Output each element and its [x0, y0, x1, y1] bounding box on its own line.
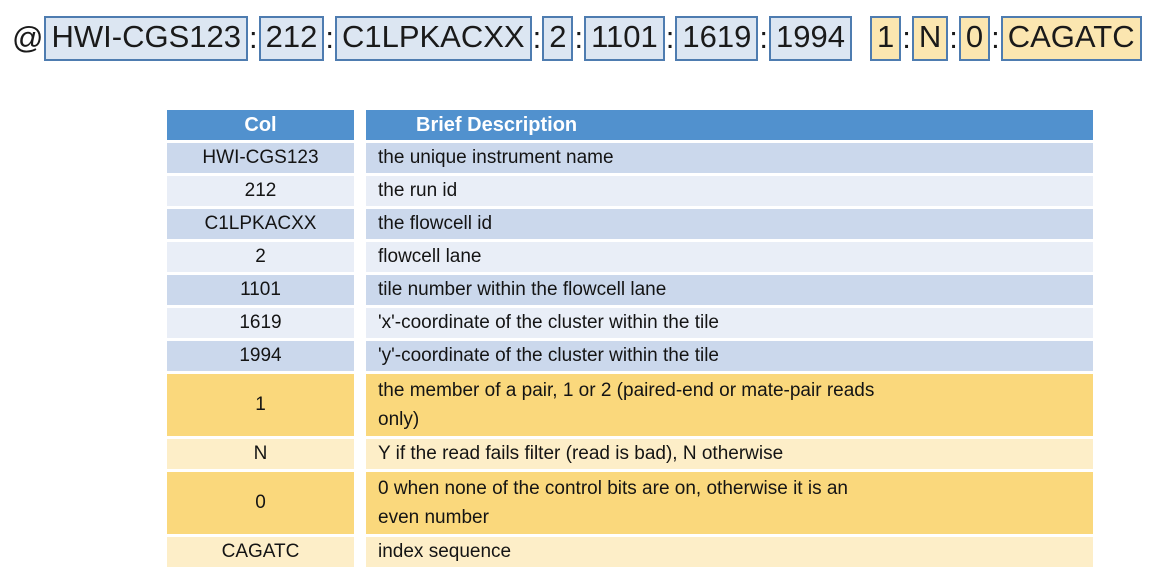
- table-cell-desc-pair-member: the member of a pair, 1 or 2 (paired-end…: [366, 374, 1093, 436]
- table-cell-col-flowcell-id: C1LPKACXX: [167, 209, 354, 239]
- separator-colon: :: [325, 20, 334, 56]
- table-cell-desc-filter-flag: Y if the read fails filter (read is bad)…: [366, 439, 1093, 469]
- separator-colon: :: [574, 20, 584, 56]
- field-box-flowcell-id: C1LPKACXX: [334, 16, 532, 61]
- table-cell-desc-index-sequence: index sequence: [366, 537, 1093, 567]
- table-cell-desc-flowcell-id: the flowcell id: [366, 209, 1093, 239]
- table-cell-col-control-bits: 0: [167, 472, 354, 534]
- separator-colon: :: [759, 20, 768, 56]
- table-cell-desc-control-bits: 0 when none of the control bits are on, …: [366, 472, 1093, 534]
- fastq-fields-table: Col Brief Description HWI-CGS123 the uni…: [167, 110, 1093, 567]
- separator-colon: :: [532, 20, 542, 56]
- field-box-run-id: 212: [258, 16, 325, 61]
- table-cell-col-pair-member: 1: [167, 374, 354, 436]
- at-symbol: @: [12, 20, 44, 56]
- table-cell-desc-run-id: the run id: [366, 176, 1093, 206]
- table-header-col: Col: [167, 110, 354, 140]
- table-cell-col-instrument: HWI-CGS123: [167, 143, 354, 173]
- table-cell-desc-lane: flowcell lane: [366, 242, 1093, 272]
- field-box-control-bits: 0: [958, 16, 991, 61]
- table-cell-col-y-coord: 1994: [167, 341, 354, 371]
- fastq-header-line: @ HWI-CGS123 : 212 : C1LPKACXX : 2 : 110…: [12, 16, 1142, 61]
- table-cell-desc-instrument: the unique instrument name: [366, 143, 1093, 173]
- table-cell-col-index-sequence: CAGATC: [167, 537, 354, 567]
- field-box-index-sequence: CAGATC: [1000, 16, 1142, 61]
- separator-colon: :: [949, 20, 958, 56]
- table-cell-desc-y-coord: 'y'-coordinate of the cluster within the…: [366, 341, 1093, 371]
- table-cell-col-lane: 2: [167, 242, 354, 272]
- field-box-tile: 1101: [584, 16, 665, 61]
- separator-colon: :: [902, 20, 911, 56]
- field-box-y-coord: 1994: [768, 16, 852, 61]
- table-cell-desc-x-coord: 'x'-coordinate of the cluster within the…: [366, 308, 1093, 338]
- table-cell-col-filter-flag: N: [167, 439, 354, 469]
- separator-colon: :: [991, 20, 1000, 56]
- table-cell-col-tile: 1101: [167, 275, 354, 305]
- field-box-instrument: HWI-CGS123: [44, 16, 248, 61]
- table-cell-col-x-coord: 1619: [167, 308, 354, 338]
- field-box-pair-member: 1: [869, 16, 902, 61]
- separator-colon: :: [248, 20, 258, 56]
- field-box-filter-flag: N: [911, 16, 949, 61]
- table-cell-desc-tile: tile number within the flowcell lane: [366, 275, 1093, 305]
- field-box-lane: 2: [542, 16, 574, 61]
- table-cell-col-run-id: 212: [167, 176, 354, 206]
- table-header-description: Brief Description: [366, 110, 1093, 140]
- separator-colon: :: [665, 20, 675, 56]
- field-box-x-coord: 1619: [675, 16, 759, 61]
